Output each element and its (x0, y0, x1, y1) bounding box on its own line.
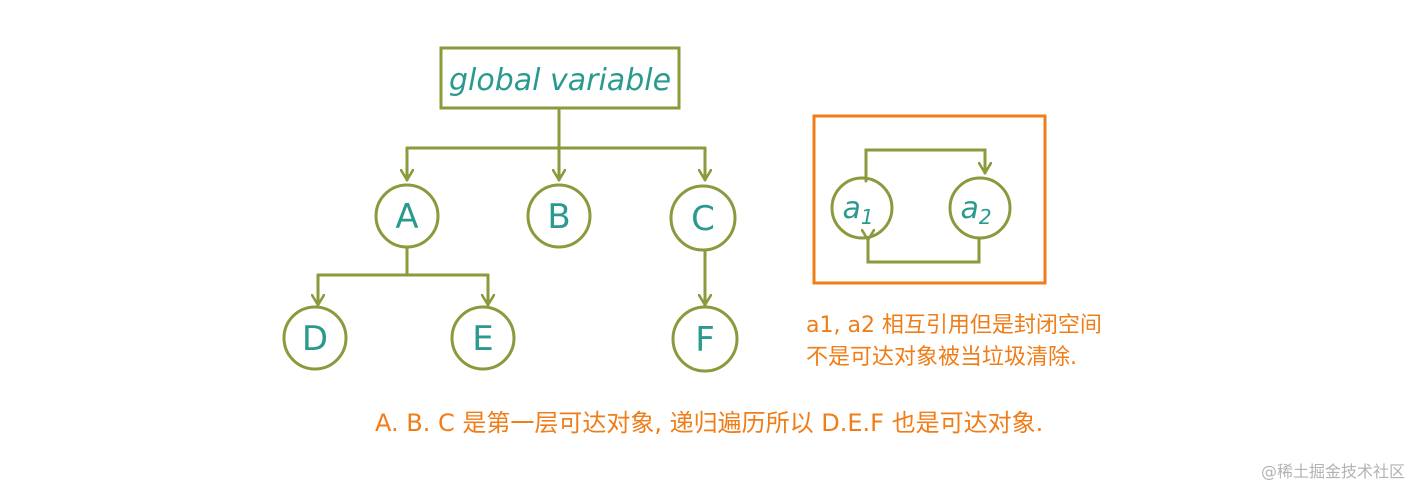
main-note: A. B. C 是第一层可达对象, 递归遍历所以 D.E.F 也是可达对象. (375, 409, 1044, 437)
node-d: D (282, 305, 348, 371)
node-a-label: A (395, 197, 418, 237)
node-f: F (671, 305, 739, 373)
cycle-note: a1, a2 相互引用但是封闭空间 不是可达对象被当垃圾清除. (806, 310, 1102, 374)
edge-a1-a2 (864, 148, 985, 183)
node-b: B (526, 183, 592, 249)
node-a2-label: a2 (960, 191, 991, 229)
root-label: global variable (449, 63, 671, 98)
node-d-label: D (302, 319, 328, 359)
node-e-label: E (472, 319, 493, 359)
child-edges (318, 246, 705, 307)
root-edges (407, 106, 705, 182)
cycle-note-line1: a1, a2 相互引用但是封闭空间 (806, 313, 1102, 338)
node-a1-label: a1 (842, 191, 873, 229)
cycle-edges (864, 148, 985, 264)
node-a2: a2 (948, 176, 1012, 240)
node-f-label: F (695, 320, 715, 360)
node-a: A (374, 183, 440, 249)
cycle-box (812, 114, 1047, 285)
node-c-label: C (691, 199, 715, 239)
node-c: C (669, 184, 737, 252)
edge-a2-a1 (868, 238, 981, 264)
node-a1: a1 (830, 176, 894, 240)
node-e: E (450, 305, 516, 371)
cycle-note-line2: 不是可达对象被当垃圾清除. (806, 345, 1077, 370)
node-b-label: B (547, 197, 570, 237)
watermark: @稀土掘金技术社区 (1260, 462, 1405, 481)
